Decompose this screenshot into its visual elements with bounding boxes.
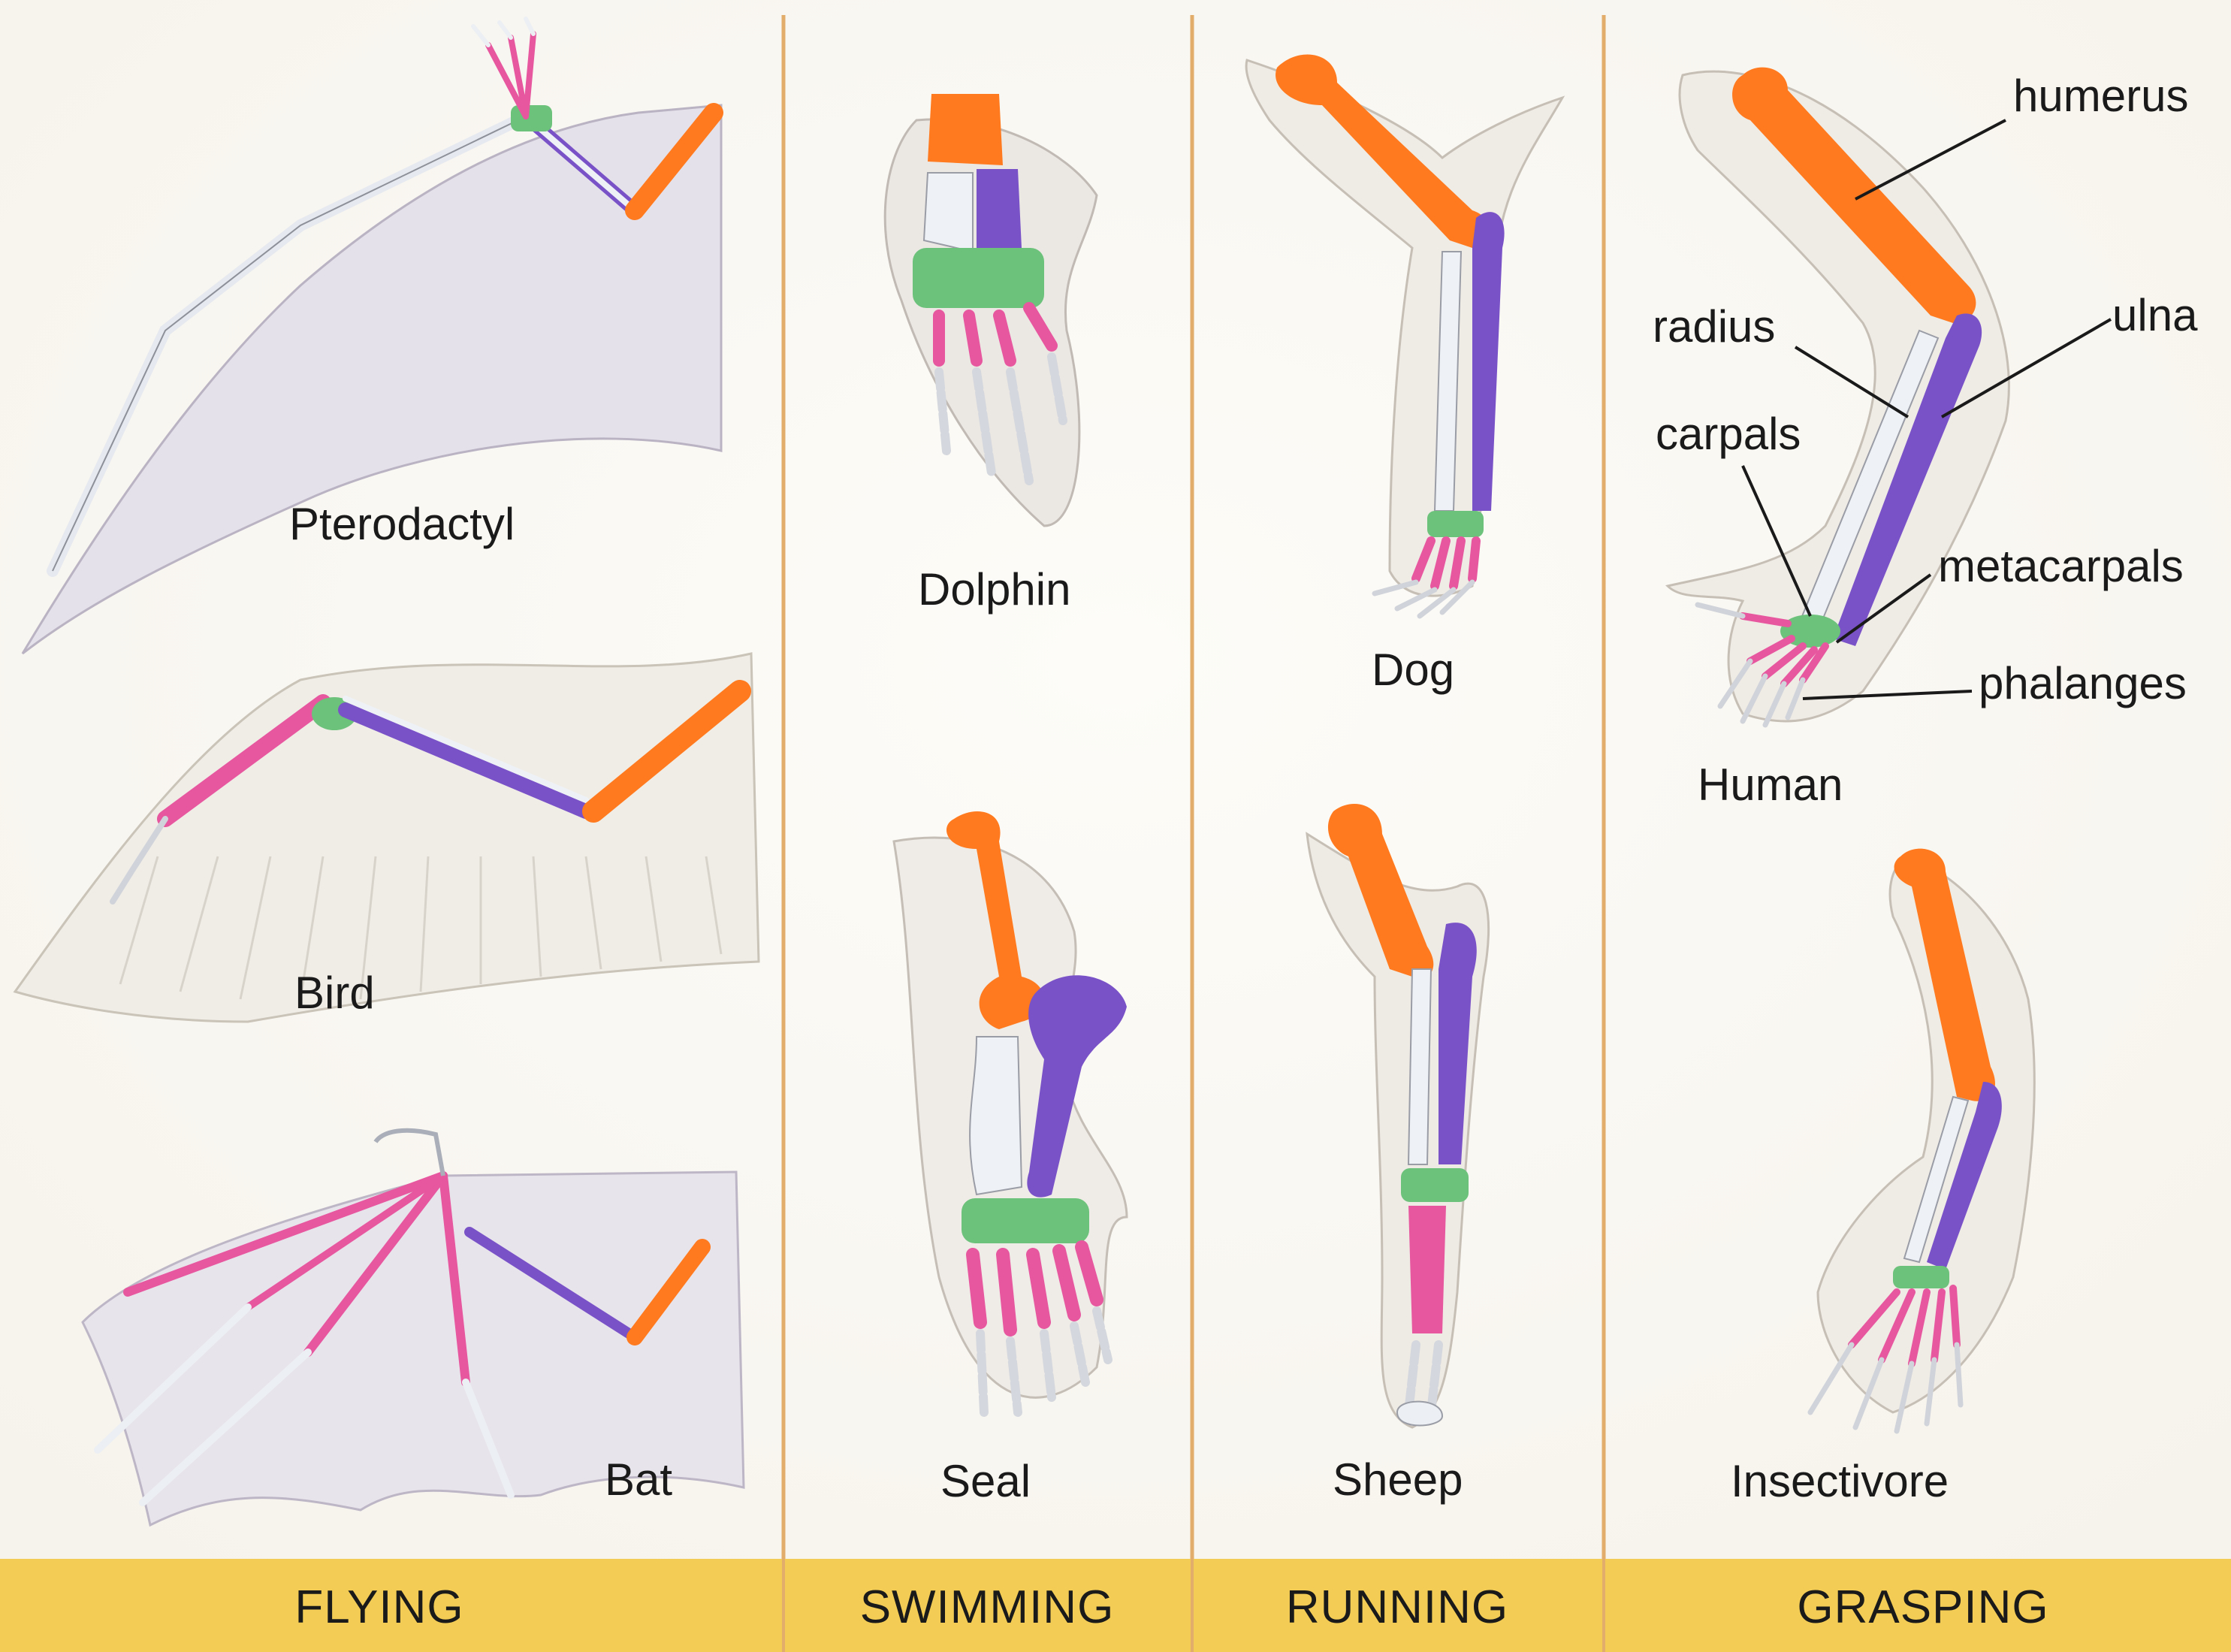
label-radius: radius: [1653, 301, 1775, 352]
label-phalanges: phalanges: [1979, 658, 2187, 708]
label-bat: Bat: [605, 1454, 672, 1505]
label-bird: Bird: [294, 968, 375, 1018]
category-swimming: SWIMMING: [860, 1581, 1115, 1633]
label-dolphin: Dolphin: [918, 564, 1070, 615]
category-grasping: GRASPING: [1797, 1581, 2048, 1633]
label-metacarpals: metacarpals: [1938, 541, 2184, 591]
label-sheep: Sheep: [1333, 1454, 1463, 1505]
label-humerus: humerus: [2013, 71, 2188, 121]
label-human: Human: [1698, 760, 1843, 810]
label-dog: Dog: [1372, 645, 1454, 695]
label-seal: Seal: [940, 1456, 1031, 1506]
category-flying: FLYING: [294, 1581, 463, 1633]
label-carpals: carpals: [1656, 409, 1801, 459]
label-ulna: ulna: [2112, 290, 2198, 340]
label-pterodactyl: Pterodactyl: [289, 499, 515, 549]
label-insectivore: Insectivore: [1731, 1456, 1949, 1506]
category-running: RUNNING: [1286, 1581, 1508, 1633]
